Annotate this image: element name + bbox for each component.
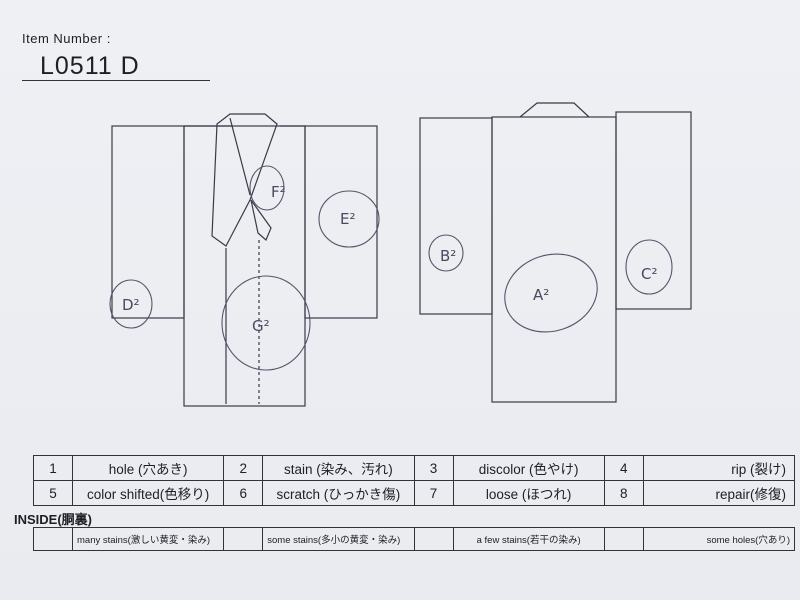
front-view: [111, 113, 378, 407]
legend-description: rip (裂け): [642, 455, 796, 481]
inside-lining-option: some holes(穴あり): [642, 527, 796, 551]
legend-description: hole (穴あき): [71, 455, 225, 481]
item-number-value: L0511 D: [40, 52, 140, 80]
back-left-sleeve: [419, 117, 493, 315]
marking-e2-label: E²: [340, 210, 356, 228]
marking-c2-label: C²: [641, 265, 658, 283]
inside-lining-title: INSIDE(胴裏): [14, 512, 93, 527]
inside-lining-option: many stains(激しい黄変・染み): [71, 527, 225, 551]
legend-description: discolor (色やけ): [452, 455, 605, 481]
damage-labels: F² E² D² G² B² A² C²: [122, 183, 658, 335]
marking-f2-label: F²: [271, 183, 286, 201]
marking-g2-circle: [221, 275, 311, 371]
inside-lining-row: many stains(激しい黄変・染み) some stains(多小の黄変・…: [33, 527, 796, 551]
inside-checkbox-cell: [603, 527, 644, 551]
damage-markings: [109, 165, 673, 371]
front-body: [183, 125, 306, 407]
marking-a2-circle: [504, 253, 598, 333]
inside-lining-table: many stains(激しい黄変・染み) some stains(多小の黄変・…: [33, 527, 796, 551]
marking-b2-label: B²: [440, 247, 456, 265]
front-collar-tab: [250, 199, 272, 242]
legend-number: 1: [33, 455, 73, 481]
legend-number: 6: [223, 480, 264, 506]
legend-number: 5: [33, 480, 73, 506]
front-collar-inner: [229, 117, 251, 196]
legend-number: 7: [413, 480, 454, 506]
legend-number: 2: [223, 455, 264, 481]
inside-checkbox-cell: [413, 527, 454, 551]
item-number-label: Item Number :: [22, 31, 111, 46]
legend-row: 1 hole (穴あき) 2 stain (染み、汚れ) 3 discolor …: [33, 455, 796, 481]
back-collar: [519, 102, 590, 118]
front-collar: [211, 113, 278, 247]
marking-a2-label: A²: [533, 286, 549, 304]
legend-description: color shifted(色移り): [71, 480, 225, 506]
marking-g2-label: G²: [252, 317, 270, 335]
marking-e2-circle: [318, 190, 380, 248]
item-number-underline: [22, 80, 210, 81]
back-view: [419, 102, 692, 403]
legend-number: 4: [603, 455, 644, 481]
legend-number: 3: [413, 455, 454, 481]
legend-description: stain (染み、汚れ): [262, 455, 415, 481]
marking-f2-circle: [249, 165, 285, 211]
inside-lining-option: some stains(多小の黄変・染み): [262, 527, 415, 551]
marking-d2-circle: [109, 279, 153, 329]
legend-number: 8: [603, 480, 644, 506]
marking-c2-circle: [625, 239, 673, 295]
inside-lining-option: a few stains(若干の染み): [452, 527, 605, 551]
legend-description: repair(修復): [642, 480, 796, 506]
marking-d2-label: D²: [122, 296, 140, 314]
marking-b2-circle: [428, 234, 464, 272]
legend-description: loose (ほつれ): [452, 480, 605, 506]
inside-checkbox-cell: [223, 527, 264, 551]
back-body: [491, 116, 617, 403]
legend-row: 5 color shifted(色移り) 6 scratch (ひっかき傷) 7…: [33, 480, 796, 506]
inside-checkbox-cell: [33, 527, 73, 551]
legend-description: scratch (ひっかき傷): [262, 480, 415, 506]
damage-legend-table: 1 hole (穴あき) 2 stain (染み、汚れ) 3 discolor …: [33, 455, 796, 506]
